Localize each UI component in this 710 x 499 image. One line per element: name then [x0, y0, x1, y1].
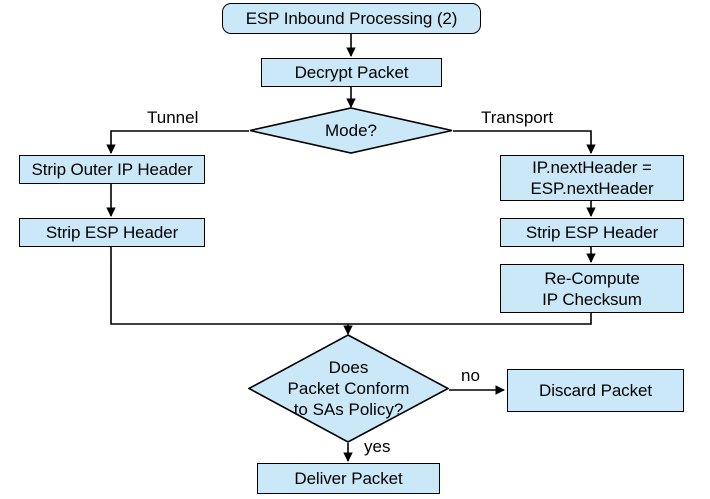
mode-diamond-shape: [249, 107, 453, 154]
node-strip-esp-header-transport[interactable]: Strip ESP Header: [500, 218, 684, 247]
edge-label-tunnel: Tunnel: [147, 108, 199, 127]
edge-label-no: no: [461, 366, 480, 385]
conform-diamond-shape: [248, 334, 449, 443]
node-strip-outer-ip-header[interactable]: Strip Outer IP Header: [19, 155, 205, 184]
node-conform-decision[interactable]: Does Packet Conform to SAs Policy?: [248, 334, 449, 443]
node-conform-label: Does Packet Conform to SAs Policy?: [287, 358, 410, 419]
edge-mode-tunnel: [106, 130, 249, 154]
edge-label-transport: Transport: [481, 108, 554, 127]
node-deliver-packet[interactable]: Deliver Packet: [257, 463, 440, 494]
edge-right-merge: [348, 313, 592, 325]
edge-mode-transport: [453, 130, 596, 154]
node-decrypt-packet[interactable]: Decrypt Packet: [261, 58, 442, 87]
node-discard-packet[interactable]: Discard Packet: [507, 369, 684, 412]
node-esp-inbound-processing[interactable]: ESP Inbound Processing (2): [222, 3, 481, 34]
node-ip-nextheader-assign[interactable]: IP.nextHeader = ESP.nextHeader: [500, 155, 684, 201]
edge-label-yes: yes: [364, 437, 391, 456]
node-mode-decision[interactable]: Mode?: [249, 107, 453, 154]
node-mode-label: Mode?: [325, 121, 377, 140]
node-strip-esp-header-tunnel[interactable]: Strip ESP Header: [19, 218, 205, 247]
node-recompute-ip-checksum[interactable]: Re-Compute IP Checksum: [500, 264, 684, 313]
edge-left-merge: [110, 247, 348, 325]
